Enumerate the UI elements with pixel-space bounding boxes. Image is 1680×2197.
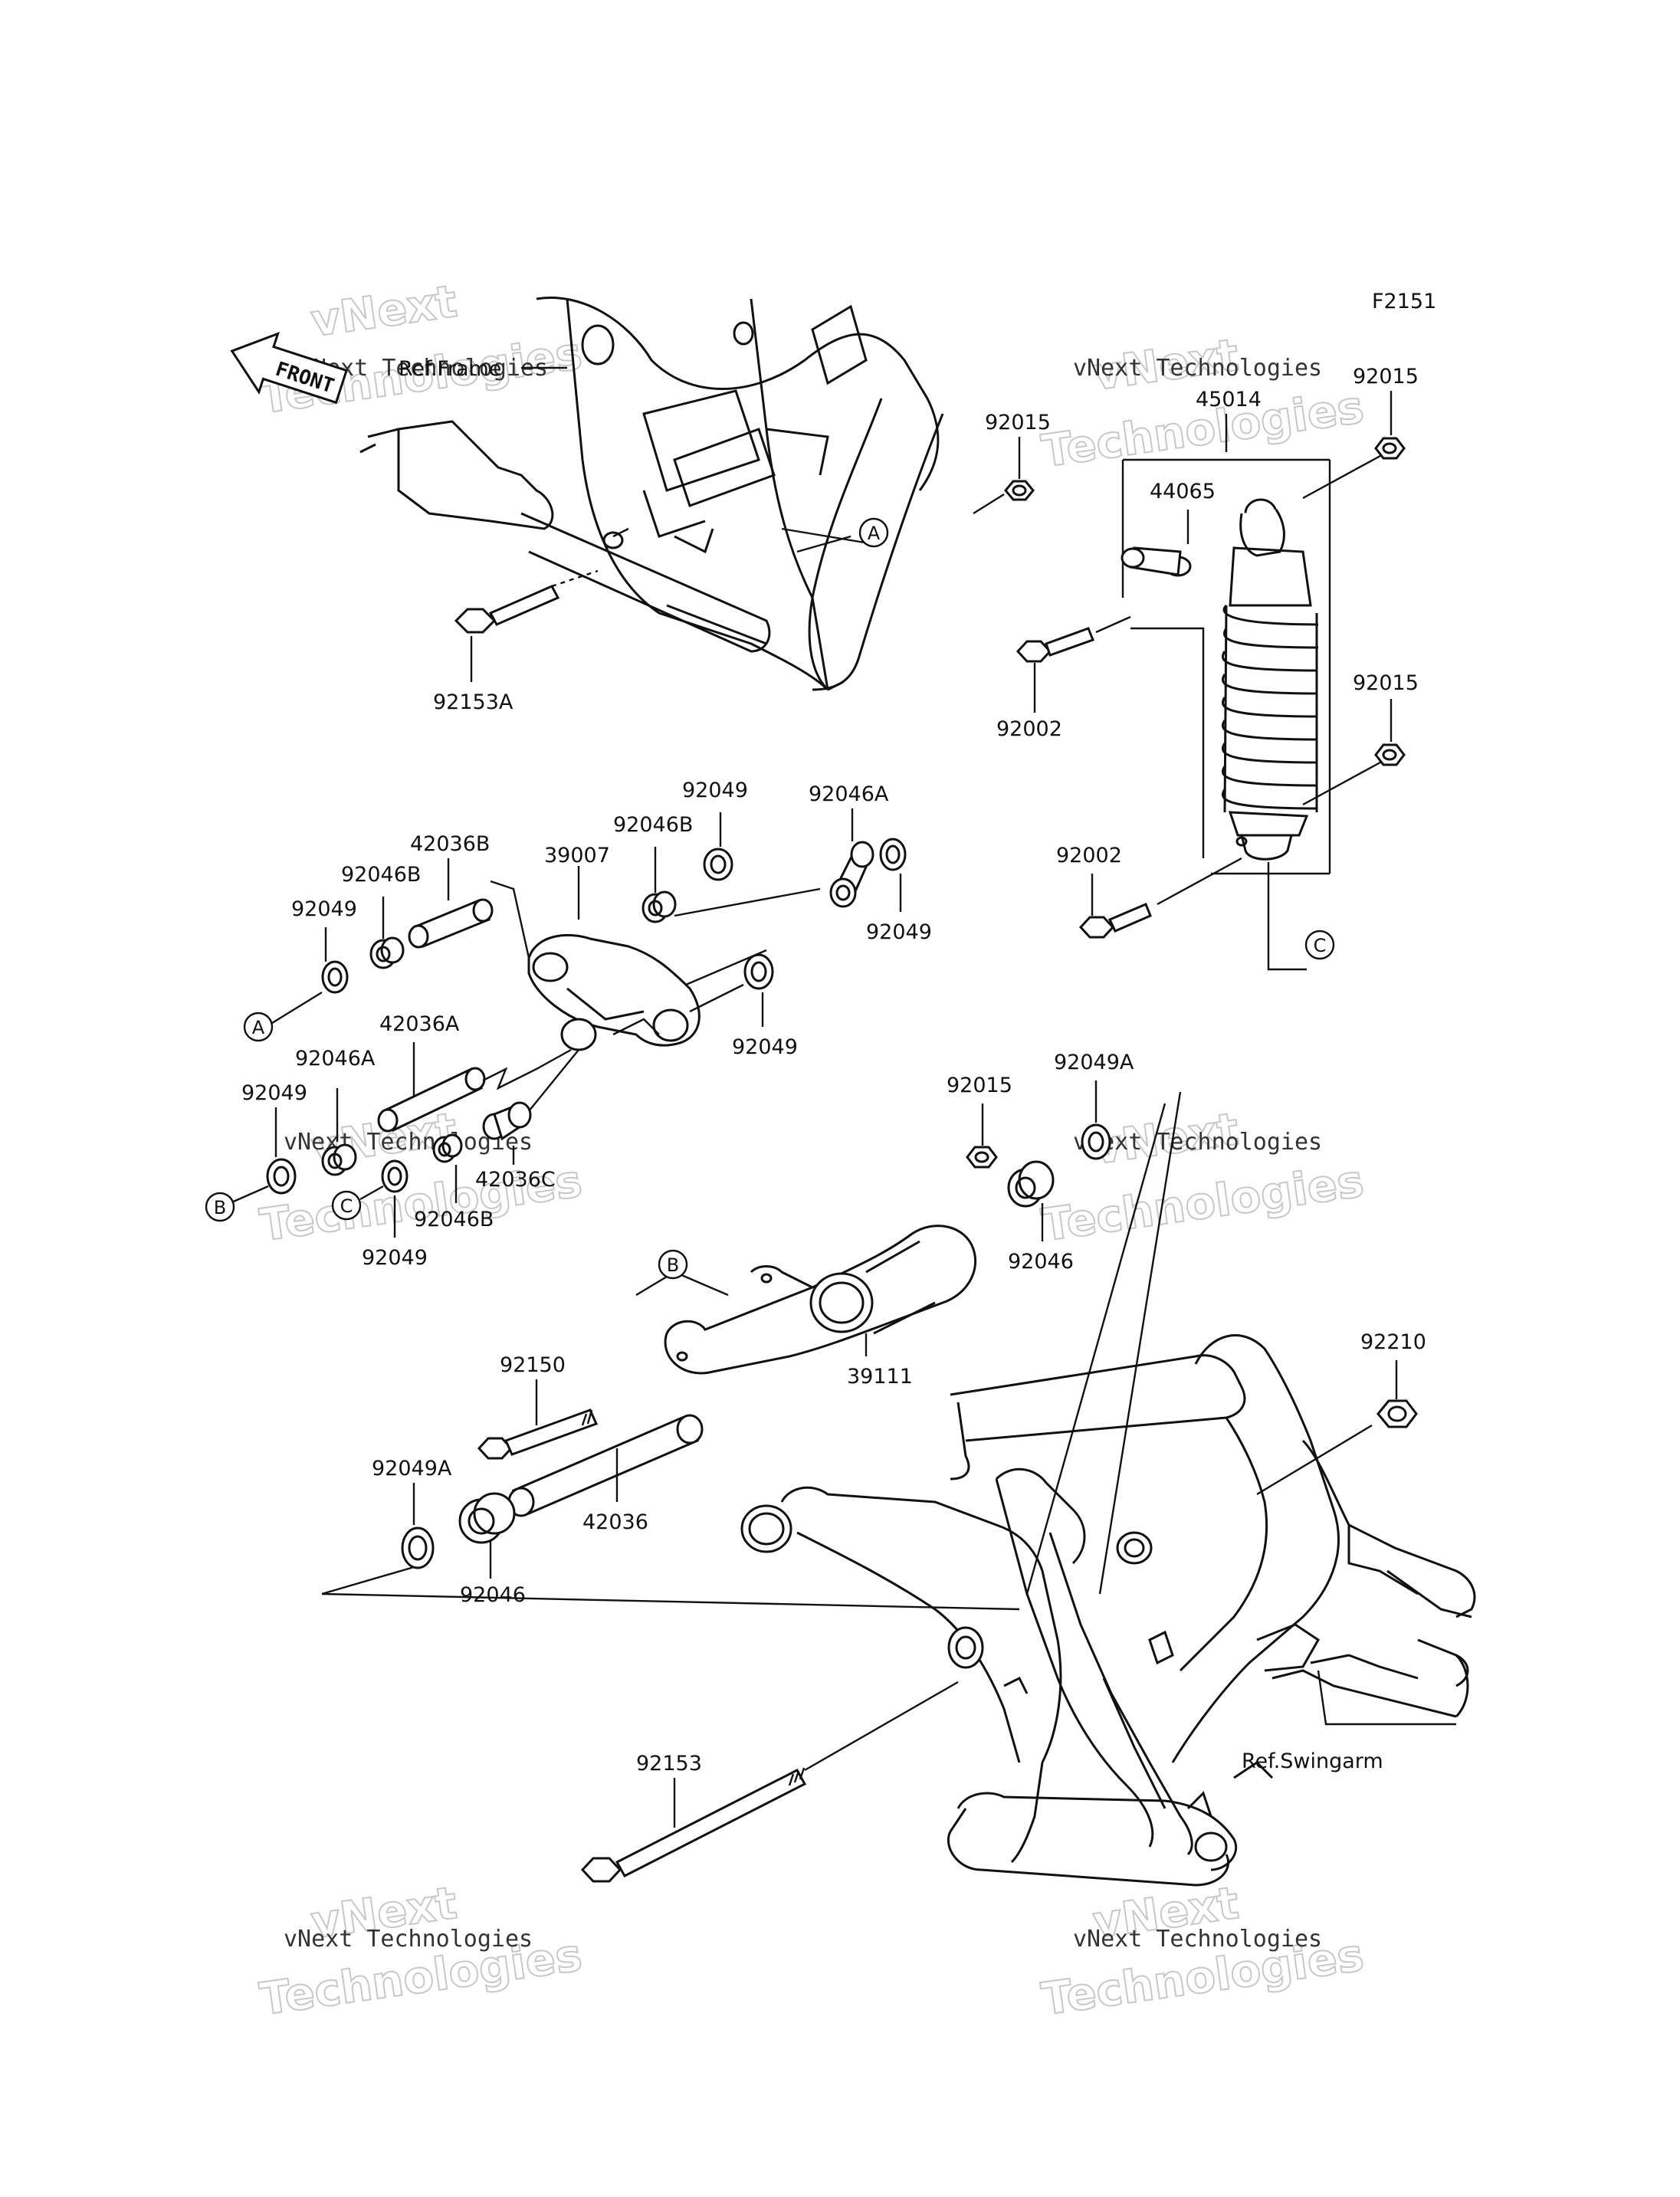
- bearing-92046A-a: [829, 841, 874, 908]
- bolt-92153: [580, 1681, 959, 1883]
- watermark-line: vNext Technologies: [284, 1926, 533, 1953]
- label-92049A-b: 92049A: [372, 1457, 452, 1481]
- figure-code: F2151: [1372, 290, 1436, 313]
- callout-c: C: [331, 1190, 362, 1221]
- bolt-92002-a: [1016, 615, 1131, 663]
- label-39111: 39111: [847, 1365, 913, 1389]
- seal-92049-f: [381, 1159, 409, 1193]
- label-92150: 92150: [500, 1353, 566, 1377]
- seal-92049A-a: [1081, 1123, 1111, 1160]
- bolt-92150: [477, 1408, 599, 1460]
- label-92046-a: 92046: [1008, 1250, 1074, 1274]
- svg-text:A: A: [868, 523, 881, 544]
- label-92015-r2: 92015: [1353, 671, 1419, 695]
- label-92049-f: 92049: [362, 1246, 428, 1270]
- seal-92049A-b: [401, 1526, 435, 1569]
- label-45014: 45014: [1196, 388, 1262, 412]
- nut-92015-mid: [966, 1146, 998, 1169]
- watermark-line: vNext Technologies: [1073, 355, 1322, 382]
- collar-42036A: [377, 1067, 486, 1133]
- label-92049-a: 92049: [291, 897, 357, 921]
- watermark-line: vNext Technologies: [1073, 1926, 1322, 1953]
- frame-assembly: [359, 297, 944, 691]
- label-92046B-b: 92046B: [613, 813, 693, 837]
- svg-text:B: B: [667, 1254, 679, 1276]
- watermark-line: vNext Technologies: [1073, 1129, 1322, 1156]
- bearing-92046A-b: [321, 1143, 357, 1176]
- callout-a: A: [243, 1012, 274, 1042]
- label-92153A: 92153A: [433, 690, 514, 714]
- bearing-92046B-b: [641, 890, 677, 923]
- label-92046A-b: 92046A: [295, 1047, 376, 1071]
- label-92015-top: 92015: [985, 411, 1051, 434]
- label-92046B-a: 92046B: [341, 863, 421, 887]
- svg-text:B: B: [214, 1197, 226, 1218]
- label-92153: 92153: [636, 1752, 702, 1776]
- label-44065: 44065: [1150, 480, 1216, 503]
- label-92049-c: 92049: [866, 920, 932, 944]
- watermark-top: vNext: [308, 275, 460, 347]
- seal-92049-a: [321, 960, 349, 994]
- bolt-92153A: [454, 569, 599, 634]
- label-92049A-a: 92049A: [1054, 1051, 1134, 1074]
- bearing-92046B-a: [369, 936, 405, 969]
- bearing-92046-a: [1007, 1160, 1055, 1208]
- seal-92049-b: [703, 848, 733, 881]
- callout-a: A: [858, 517, 889, 548]
- svg-text:A: A: [252, 1017, 265, 1038]
- label-92002-a: 92002: [996, 717, 1062, 741]
- label-92046B-c: 92046B: [414, 1208, 494, 1231]
- nut-92210: [1376, 1399, 1418, 1428]
- label-92049-b: 92049: [682, 779, 748, 802]
- label-39007: 39007: [544, 844, 610, 867]
- svg-text:C: C: [340, 1195, 353, 1217]
- callout-b: B: [658, 1249, 688, 1280]
- label-92046-b: 92046: [460, 1583, 526, 1607]
- label-42036B: 42036B: [410, 832, 490, 856]
- label-92210: 92210: [1360, 1330, 1426, 1354]
- collar-44065: [1121, 546, 1192, 577]
- seal-92049-c: [879, 838, 907, 871]
- label-42036A: 42036A: [379, 1012, 460, 1036]
- collar-42036C: [482, 1101, 532, 1141]
- nut-92015-top: [1004, 480, 1035, 501]
- collar-42036: [507, 1414, 704, 1517]
- ref-frame-label: Ref.Frame: [399, 357, 501, 381]
- rocker-arm-39007: [527, 933, 701, 1051]
- watermark-group: Technologies vNext vNext Technologies Te…: [256, 274, 1367, 2026]
- callout-b: B: [205, 1192, 235, 1222]
- ref-swingarm-label: Ref.Swingarm: [1242, 1749, 1383, 1773]
- label-92046A-a: 92046A: [809, 782, 889, 806]
- label-92002-b: 92002: [1056, 844, 1122, 867]
- bolt-92002-b: [1078, 857, 1242, 939]
- nut-92015-r1: [1374, 437, 1406, 460]
- seal-92049-e: [266, 1158, 297, 1195]
- label-92049-d: 92049: [732, 1035, 798, 1059]
- watermark-big: Technologies: [1039, 1155, 1367, 1251]
- collar-42036B: [408, 898, 494, 949]
- callout-c: C: [1304, 930, 1335, 960]
- bearing-92046-b: [458, 1492, 516, 1544]
- seal-92049-d: [743, 953, 774, 990]
- tie-rod-39111: [664, 1225, 977, 1375]
- swingarm-assembly: [740, 1334, 1476, 1887]
- label-92049-e: 92049: [241, 1081, 307, 1105]
- svg-text:C: C: [1314, 935, 1327, 956]
- bearing-92046B-c: [432, 1133, 463, 1163]
- label-92015-mid: 92015: [947, 1074, 1012, 1097]
- nut-92015-r2: [1374, 743, 1406, 766]
- label-92015-r1: 92015: [1353, 365, 1419, 389]
- shock-absorber-45014: [1221, 498, 1319, 861]
- label-42036: 42036: [582, 1510, 648, 1534]
- label-42036C: 42036C: [475, 1168, 556, 1192]
